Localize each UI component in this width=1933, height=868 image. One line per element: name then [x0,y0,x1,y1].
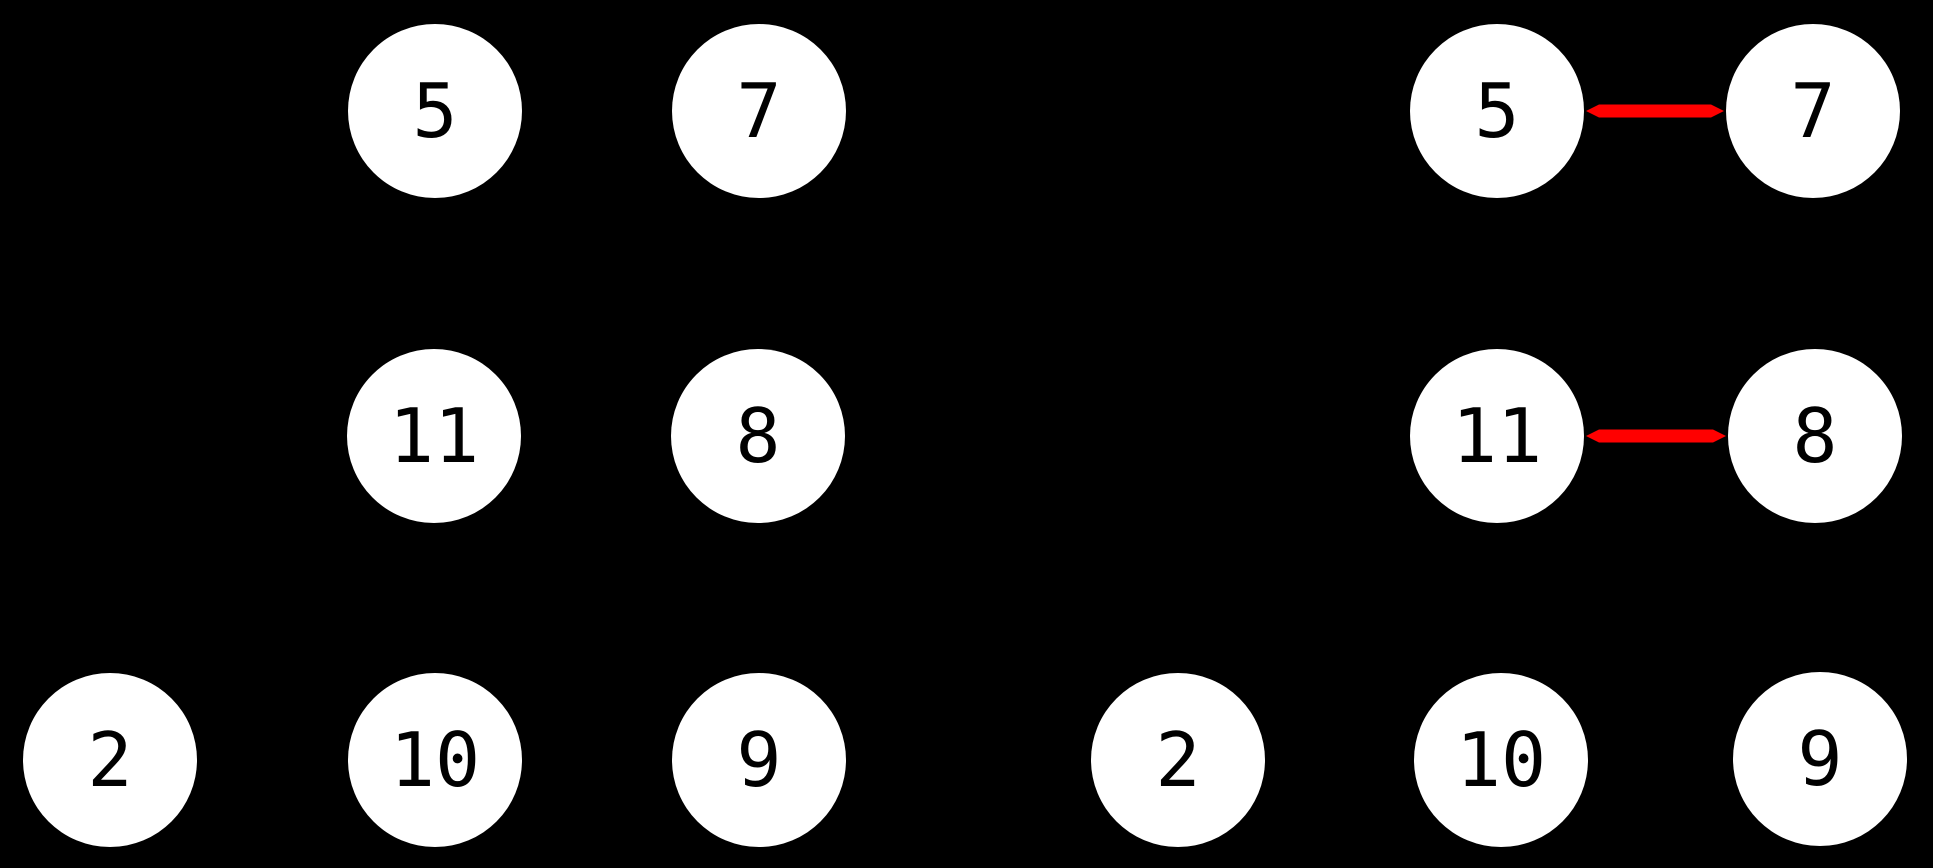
right-graph-node-8: 8 [1728,349,1902,523]
node-label: 2 [87,715,133,804]
left-graph-node-9: 9 [672,673,846,847]
node-label: 9 [1797,714,1843,803]
graph-edge-11-8 [1586,429,1726,443]
right-graph-node-10: 10 [1414,673,1588,847]
left-graph-node-11: 11 [347,349,521,523]
right-graph-node-5: 5 [1410,24,1584,198]
left-graph-node-8: 8 [671,349,845,523]
right-graph-node-2: 2 [1091,673,1265,847]
node-label: 10 [1455,715,1547,804]
node-label: 7 [1790,66,1836,155]
node-label: 5 [412,66,458,155]
node-label: 5 [1474,66,1520,155]
node-label: 7 [736,66,782,155]
node-label: 8 [1792,391,1838,480]
node-label: 11 [388,391,480,480]
graph-edge-5-7 [1586,104,1724,118]
node-label: 10 [389,715,481,804]
node-label: 9 [736,715,782,804]
left-graph-node-5: 5 [348,24,522,198]
right-graph-node-11: 11 [1410,349,1584,523]
right-graph-node-7: 7 [1726,24,1900,198]
left-graph-node-10: 10 [348,673,522,847]
right-graph-node-9: 9 [1733,672,1907,846]
node-label: 8 [735,391,781,480]
node-label: 2 [1155,715,1201,804]
left-graph-node-2: 2 [23,673,197,847]
left-graph-node-7: 7 [672,24,846,198]
node-label: 11 [1451,391,1543,480]
